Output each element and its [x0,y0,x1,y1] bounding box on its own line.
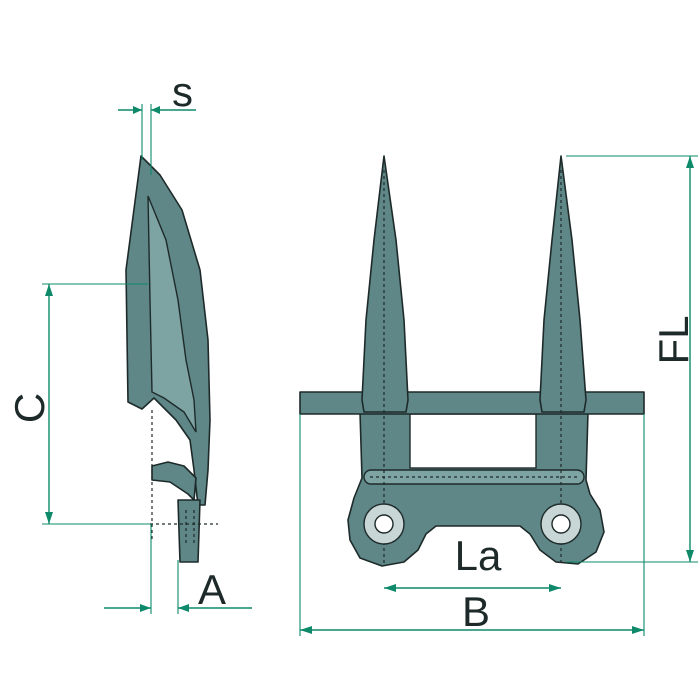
dimension-fl: FL [566,155,698,563]
left-tine [361,155,409,413]
right-bolt-hole [551,514,571,534]
dimension-la: La [384,532,561,592]
label-fl: FL [650,315,697,364]
label-a: A [198,566,226,613]
side-view-inner-edge [147,195,197,433]
dimension-a: A [104,524,252,614]
dimension-c: C [6,283,150,525]
frame-window [409,413,537,469]
top-bar [299,391,645,415]
dimension-b: B [299,414,645,636]
side-view-bolt-hidden [150,510,218,545]
label-s: s [172,68,193,115]
right-tine [539,155,587,413]
label-c: C [6,393,53,423]
left-bolt-hole [374,514,394,534]
front-view [299,155,645,567]
label-la: La [455,532,502,579]
side-view-shank [177,499,201,563]
side-view-section [151,461,197,501]
dimension-s: s [118,68,196,175]
side-view [125,155,218,563]
label-b: B [462,588,490,635]
